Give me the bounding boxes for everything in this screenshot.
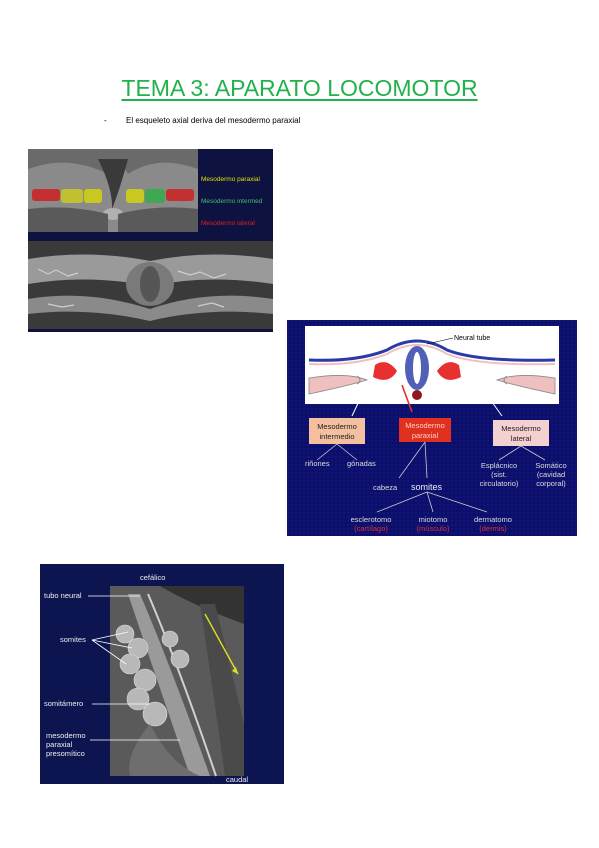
figure-mesoderm-diagram: Neural tube Mesodermo intermedio Mesoder…: [287, 320, 577, 536]
rinones-label: riñones: [305, 459, 330, 468]
gonadas-label: gónadas: [347, 459, 376, 468]
box-intermedio-line2: intermedio: [319, 432, 354, 441]
legend-paraxial: Mesodermo paraxial: [201, 176, 260, 183]
musculo-label: (músculo): [417, 524, 450, 533]
tubo-neural-label: tubo neural: [44, 591, 82, 600]
somite-blobs: [115, 624, 190, 727]
esplacnico-line3: circulatorio): [480, 479, 519, 488]
bullet-item: - El esqueleto axial deriva del mesodermo…: [104, 116, 300, 125]
figure-somites-sem: cefálico tubo neural somites somitámero …: [40, 564, 284, 784]
somatico-label: Somático: [535, 461, 566, 470]
miotomo-label: miotomo: [419, 515, 448, 524]
cartilago-label: (cartílago): [354, 524, 388, 533]
somitamero-label: somitámero: [44, 699, 83, 708]
esplacnico-label: Esplácnico: [481, 461, 517, 470]
caudal-label: caudal: [226, 775, 248, 784]
esplacnico-line2: (sist.: [491, 470, 507, 479]
esclerotomo-label: esclerotomo: [351, 515, 392, 524]
mesoderm-colored-cells: [32, 189, 194, 203]
bullet-marker: -: [104, 116, 107, 125]
page-title: TEMA 3: APARATO LOCOMOTOR: [121, 75, 478, 101]
legend-lateral: Mesodermo lateral: [201, 220, 255, 227]
somites-label-fig3: somites: [60, 635, 86, 644]
dermis-label: (dermis): [479, 524, 507, 533]
box-paraxial: [399, 418, 451, 442]
presomitico-label: mesodermo: [46, 731, 86, 740]
cabeza-label: cabeza: [373, 483, 398, 492]
somites-label: somites: [411, 482, 443, 492]
figure-mesoderm-sem: Mesodermo paraxial Mesodermo intermed Me…: [28, 149, 273, 332]
box-lateral-line1: Mesodermo: [501, 424, 541, 433]
neural-tube-label: Neural tube: [454, 335, 490, 342]
box-paraxial-line1: Mesodermo: [405, 421, 445, 430]
box-lateral-line2: lateral: [511, 434, 532, 443]
yellow-arrow: [204, 613, 239, 675]
presomitico-line2: paraxial: [46, 740, 73, 749]
box-intermedio-line1: Mesodermo: [317, 422, 357, 431]
box-intermedio: [309, 418, 365, 444]
cefalico-label: cefálico: [140, 573, 165, 582]
box-paraxial-line2: paraxial: [412, 431, 439, 440]
somatico-line2: (cavidad: [537, 470, 565, 479]
somatico-line3: corporal): [536, 479, 566, 488]
presomitico-line3: presomítico: [46, 749, 85, 758]
box-lateral: [493, 420, 549, 446]
dermatomo-label: dermatomo: [474, 515, 512, 524]
legend-intermediate: Mesodermo intermed: [201, 198, 263, 205]
bullet-text: El esqueleto axial deriva del mesodermo …: [126, 116, 301, 125]
